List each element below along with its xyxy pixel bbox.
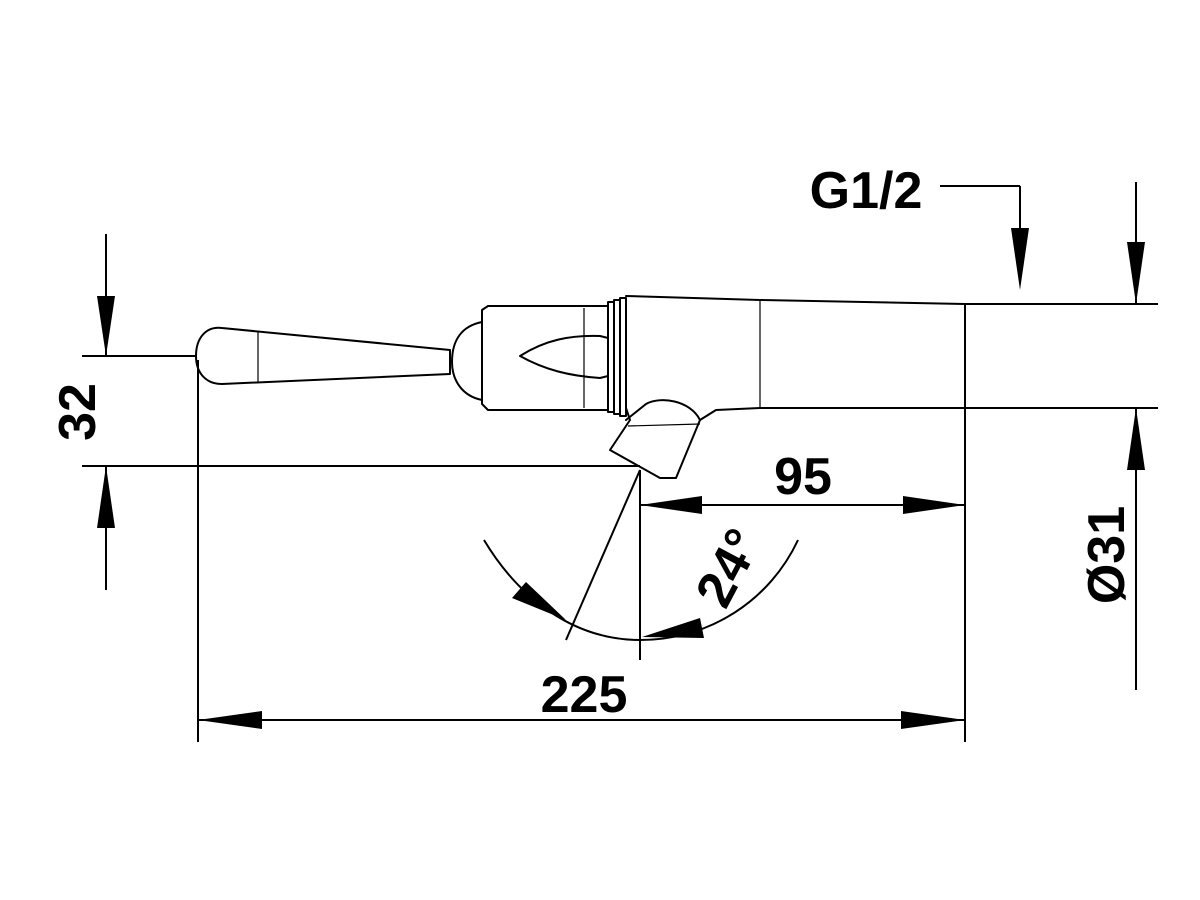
angle-label: 24° xyxy=(685,520,773,617)
arrow-down-icon xyxy=(1127,242,1145,304)
head-indicator xyxy=(519,334,609,379)
tap-fixture xyxy=(195,295,966,479)
spout-outlet xyxy=(609,399,701,479)
arrow-up-icon xyxy=(97,466,115,528)
diameter-dimension: Ø31 xyxy=(965,182,1158,690)
total-length-label: 225 xyxy=(541,666,628,724)
spout-length-label: 95 xyxy=(774,448,832,506)
spout-length-dimension: 95 xyxy=(639,408,966,742)
arrow-icon xyxy=(642,618,704,638)
height-dimension: 32 xyxy=(49,234,640,590)
lever-collar xyxy=(451,321,483,401)
arrow-left-icon xyxy=(198,711,262,729)
arrow-right-icon xyxy=(901,711,965,729)
arrow-left-icon xyxy=(640,496,702,514)
height-label: 32 xyxy=(49,383,107,441)
arrow-down-icon xyxy=(1011,228,1029,290)
arrow-down-icon xyxy=(97,296,115,356)
valve-head xyxy=(481,305,609,411)
diameter-label: Ø31 xyxy=(1078,506,1136,604)
total-length-dimension: 225 xyxy=(197,360,965,742)
arrow-up-icon xyxy=(1127,408,1145,470)
thread-rings xyxy=(607,297,627,417)
arrow-right-icon xyxy=(903,496,965,514)
lever-handle xyxy=(195,326,451,385)
thread-callout: G1/2 xyxy=(810,162,1029,290)
arrow-icon xyxy=(512,582,566,620)
spout-inner xyxy=(627,423,701,427)
thread-label: G1/2 xyxy=(810,162,923,220)
